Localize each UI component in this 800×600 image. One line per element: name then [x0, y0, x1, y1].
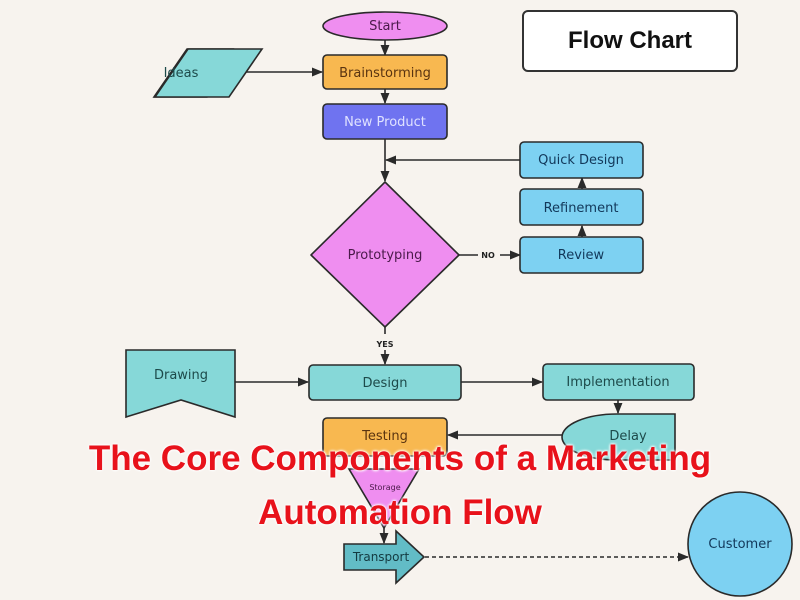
node-transport[interactable]: Transport — [343, 529, 426, 585]
edge-label-no: NO — [481, 251, 495, 260]
node-ideas-label: Ideas — [164, 66, 199, 81]
node-review-label: Review — [558, 248, 605, 263]
node-drawing[interactable]: Drawing — [125, 349, 236, 419]
node-testing[interactable]: Testing — [322, 417, 448, 457]
node-new-product[interactable]: New Product — [322, 103, 448, 140]
node-ideas[interactable]: Ideas — [152, 48, 264, 98]
overlay-line-1: The Core Components of a Marketing — [88, 439, 712, 478]
node-refinement[interactable]: Refinement — [519, 188, 644, 226]
overlay-headline: The Core Components of a Marketing Autom… — [0, 432, 800, 540]
node-prototyping[interactable]: Prototyping — [310, 181, 460, 328]
node-brainstorming[interactable]: Brainstorming — [322, 54, 448, 90]
node-customer-label: Customer — [708, 537, 772, 552]
edge-label-yes: YES — [375, 340, 393, 349]
node-quick-design[interactable]: Quick Design — [519, 141, 644, 179]
node-brainstorming-label: Brainstorming — [339, 66, 431, 81]
node-refinement-label: Refinement — [544, 201, 619, 216]
node-new-product-label: New Product — [344, 115, 426, 130]
node-review[interactable]: Review — [519, 236, 644, 274]
node-design[interactable]: Design — [308, 364, 462, 401]
node-implementation[interactable]: Implementation — [542, 363, 695, 401]
node-design-label: Design — [363, 376, 408, 391]
node-transport-label: Transport — [352, 550, 410, 564]
overlay-line-2: Automation Flow — [258, 493, 542, 532]
node-storage-label: Storage — [369, 483, 400, 492]
node-testing-label: Testing — [361, 429, 408, 444]
node-implementation-label: Implementation — [566, 375, 669, 390]
node-prototyping-label: Prototyping — [348, 248, 423, 263]
flow-chart-title: Flow Chart — [522, 10, 738, 72]
node-start[interactable]: Start — [322, 11, 448, 41]
node-start-label: Start — [369, 19, 401, 34]
node-delay-label: Delay — [609, 429, 647, 444]
node-drawing-label: Drawing — [154, 368, 208, 383]
node-quick-design-label: Quick Design — [538, 153, 624, 168]
node-customer[interactable]: Customer — [687, 491, 793, 597]
node-storage[interactable]: Storage — [347, 468, 421, 530]
node-delay[interactable]: Delay — [561, 413, 676, 461]
